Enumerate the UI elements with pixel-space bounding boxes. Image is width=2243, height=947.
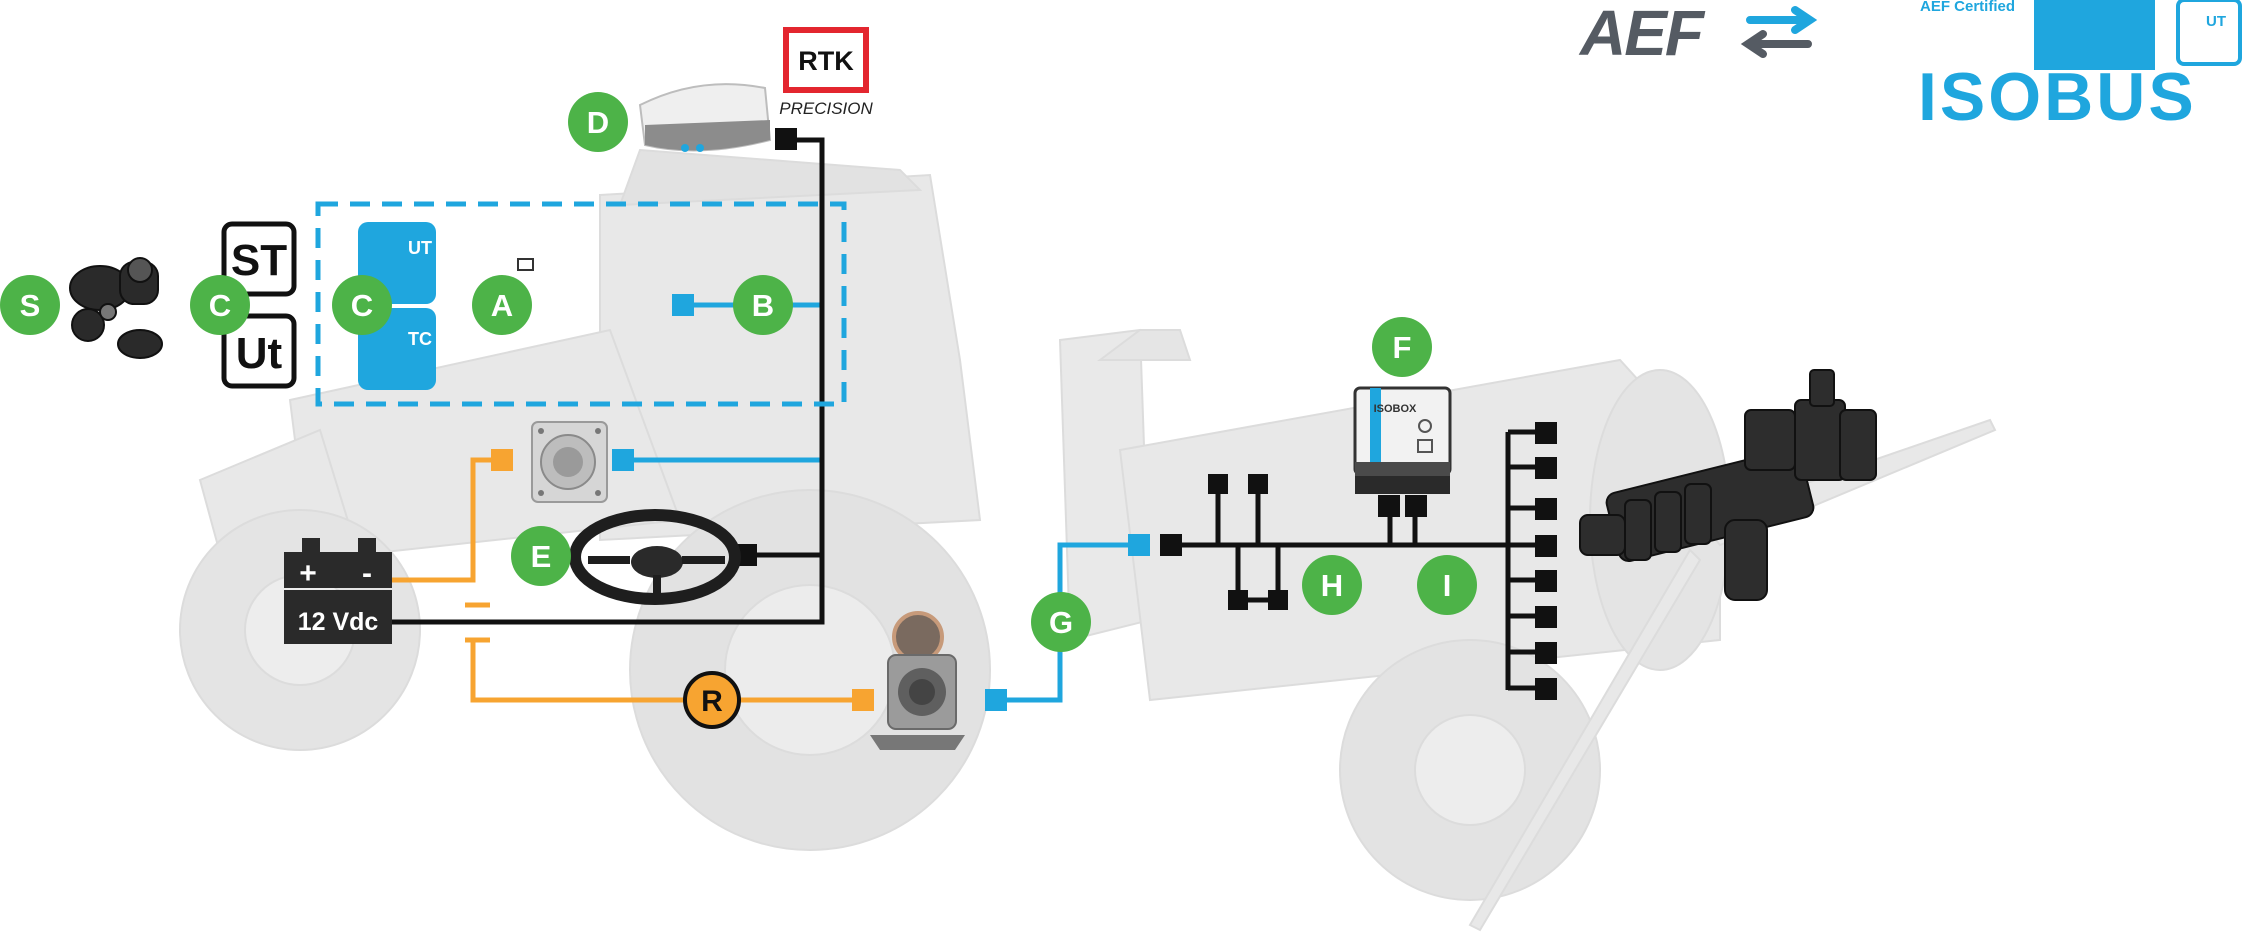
marker-E: E: [511, 526, 571, 586]
aef-logo-text: AEF: [1578, 0, 1706, 69]
ut-badge-label: Ut: [236, 329, 283, 378]
marker-H: H: [1302, 555, 1362, 615]
svg-text:D: D: [587, 105, 609, 140]
marker-S: S: [0, 275, 60, 335]
valve-manifold-icon: [1579, 369, 1877, 601]
sprayer-silhouette: [1097, 329, 1997, 932]
ut-badge: Ut: [221, 313, 297, 389]
cab-terminal-area: [315, 201, 847, 407]
aef-logo: AEF: [1578, 0, 1818, 69]
antenna-icon: [638, 83, 772, 152]
svg-text:A: A: [491, 288, 513, 323]
swap-arrows-icon: [1740, 6, 1818, 58]
svg-text:C: C: [351, 288, 373, 323]
st-badge: ST: [221, 221, 297, 297]
marker-D: D: [568, 92, 628, 152]
battery-voltage: 12 Vdc: [298, 608, 379, 636]
isobox-brand: ISOBOX: [1374, 403, 1417, 415]
battery-minus: -: [362, 557, 372, 590]
svg-text:I: I: [1443, 568, 1452, 603]
battery-icon: + - 12 Vdc: [284, 538, 392, 644]
gnss-cables: [390, 137, 825, 625]
ut-certification-label: UT: [2206, 13, 2226, 30]
marker-G: G: [1031, 592, 1091, 652]
joystick-icon: [69, 257, 163, 359]
steering-wheel-icon: [569, 509, 741, 605]
marker-C-terminal: C: [332, 275, 392, 335]
marker-R: R: [683, 671, 741, 729]
ut-terminal-label: UT: [408, 238, 432, 258]
battery-plus: +: [299, 557, 317, 590]
st-badge-label: ST: [231, 236, 287, 285]
svg-text:R: R: [701, 685, 723, 718]
marker-B: B: [733, 275, 793, 335]
marker-C-left: C: [190, 275, 250, 335]
tractor-silhouette: [179, 148, 1152, 851]
marker-A: A: [472, 275, 532, 335]
aef-certified-label: AEF Certified: [1920, 0, 2015, 15]
ut-certification-badge: [2176, 0, 2242, 66]
control-box-icon: ISOBOX: [1353, 386, 1452, 494]
connector-icon: [531, 421, 608, 503]
rtk-badge-label: RTK: [798, 46, 854, 76]
svg-text:H: H: [1321, 568, 1343, 603]
svg-text:C: C: [209, 288, 231, 323]
marker-F: F: [1372, 317, 1432, 377]
rtk-subtitle: PRECISION: [779, 99, 873, 118]
svg-text:G: G: [1049, 605, 1073, 640]
cable-connectors: [491, 128, 1557, 711]
svg-text:F: F: [1393, 330, 1412, 365]
isobus-logo-text: ISOBUS: [1918, 59, 2197, 135]
svg-text:E: E: [531, 539, 552, 574]
tc-terminal-label: TC: [408, 329, 432, 349]
small-display-icon: [517, 258, 534, 271]
svg-text:B: B: [752, 288, 774, 323]
rtk-badge: RTK PRECISION: [779, 27, 873, 118]
socket-icon: [870, 611, 965, 750]
isobus-logo: AEF Certified ISOBUS UT: [1918, 0, 2242, 135]
marker-I: I: [1417, 555, 1477, 615]
svg-text:S: S: [20, 288, 41, 323]
